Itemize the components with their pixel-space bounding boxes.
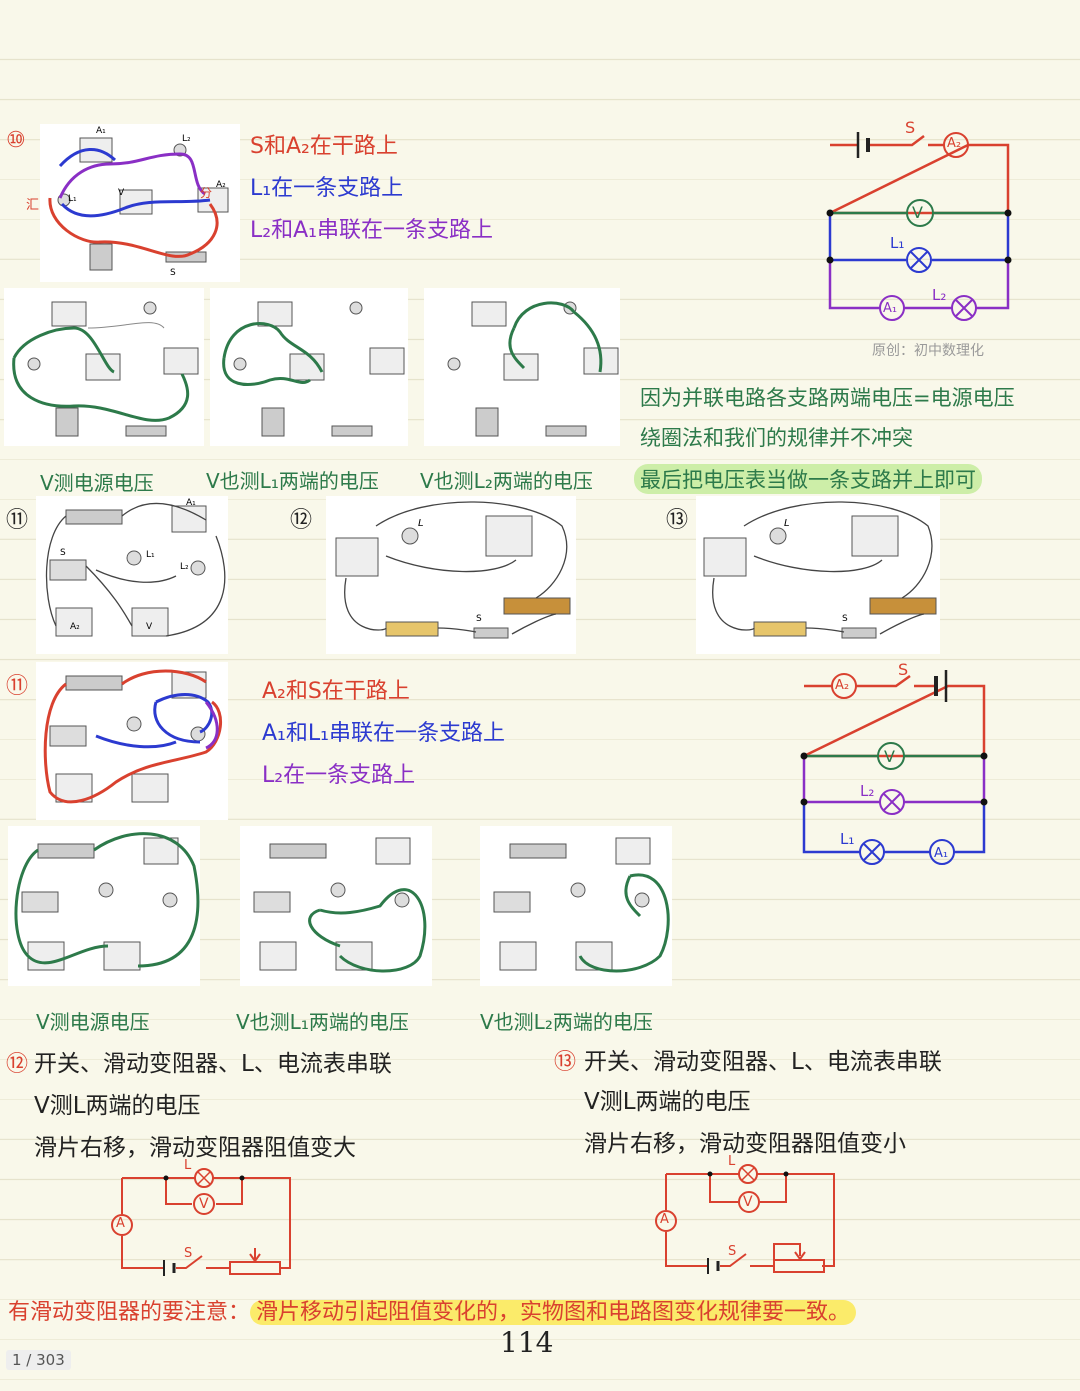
problem-11-annotated-number: ⑪ xyxy=(6,674,29,699)
p13-line-1: 开关、滑动变阻器、L、电流表串联 xyxy=(584,1049,942,1075)
p11-photo-label-l1: L₁ xyxy=(146,550,155,560)
footer-highlight: 滑片移动引起阻值变化的，实物图和电路图变化规律要一致。 xyxy=(250,1300,857,1325)
p13-original-photo: L S xyxy=(696,496,940,654)
p11-note-2: A₁和L₁串联在一条支路上 xyxy=(262,721,505,746)
photo-label-a1: A₁ xyxy=(96,126,106,136)
p10-caption-2: V也测L₁两端的电压 xyxy=(206,469,379,493)
photo-label-l2: L₂ xyxy=(182,134,191,144)
p11-circuit-label-v: V xyxy=(884,747,895,766)
p12-line-1: 开关、滑动变阻器、L、电流表串联 xyxy=(34,1051,392,1077)
photo-label-a2: A₂ xyxy=(216,180,226,190)
p11-note-3: L₂在一条支路上 xyxy=(262,763,416,788)
p10-conclusion: 最后把电压表当做一条支路并上即可 xyxy=(634,464,982,494)
p11-photo-label-a2: A₂ xyxy=(70,622,80,632)
p11-photo-1 xyxy=(8,826,200,986)
photo-label-s: S xyxy=(170,268,176,278)
problem-12-number: ⑫ xyxy=(290,508,313,533)
p10-circuit-label-a1: A₁ xyxy=(883,301,898,316)
label-hui: 汇 xyxy=(26,198,40,213)
p12-circuit-label-v: V xyxy=(199,1196,209,1212)
p11-circuit-label-l1: L₁ xyxy=(840,830,855,848)
p11-photo-label-a1: A₁ xyxy=(186,498,196,508)
p10-photo-3 xyxy=(424,288,620,446)
p13-text-number: ⑬ xyxy=(554,1050,577,1075)
p13-circuit-label-l: L xyxy=(728,1154,736,1169)
problem-10-annotated-photo: A₁ L₂ A₂ L₁ V S 分 xyxy=(40,124,240,282)
footer-prefix: 有滑动变阻器的要注意： xyxy=(8,1300,251,1325)
p11-circuit-label-s: S xyxy=(898,660,909,679)
p10-caption-1: V测电源电压 xyxy=(40,471,154,495)
p11-photo-label-s: S xyxy=(60,548,66,558)
p12-line-3: 滑片右移，滑动变阻器阻值变大 xyxy=(34,1135,356,1161)
p11-caption-1: V测电源电压 xyxy=(36,1010,150,1034)
p12-line-2: V测L两端的电压 xyxy=(34,1093,201,1119)
p11-circuit-diagram xyxy=(800,670,988,865)
problem-11-number: ⑪ xyxy=(6,508,29,533)
p13-circuit-label-a: A xyxy=(660,1212,669,1227)
p13-circuit-diagram xyxy=(655,1164,835,1274)
p10-circuit-diagram xyxy=(826,132,1012,321)
p11-circuit-label-l2: L₂ xyxy=(860,782,875,800)
p10-circuit-label-l2: L₂ xyxy=(932,286,947,304)
p12-circuit-label-l: L xyxy=(184,1158,192,1173)
p13-photo-label-l: L xyxy=(784,518,790,529)
p12-photo-label-s: S xyxy=(476,614,482,624)
p10-circuit-label-l1: L₁ xyxy=(890,234,905,252)
p10-circuit-label-v: V xyxy=(912,203,923,222)
p10-reason: 因为并联电路各支路两端电压=电源电压 xyxy=(640,386,1015,410)
p11-photo-label-v: V xyxy=(146,622,153,632)
p11-photo-2 xyxy=(240,826,432,986)
p10-photo-1 xyxy=(4,288,204,446)
p11-photo-3 xyxy=(480,826,672,986)
page-indicator[interactable]: 1 / 303 xyxy=(6,1350,71,1370)
photo-label-fen: 分 xyxy=(200,186,213,200)
p13-photo-label-s: S xyxy=(842,614,848,624)
footer-note: 有滑动变阻器的要注意：滑片移动引起阻值变化的，实物图和电路图变化规律要一致。 xyxy=(8,1294,857,1326)
p10-circuit-label-s: S xyxy=(905,118,916,137)
problem-13-number: ⑬ xyxy=(666,508,689,533)
p10-note-3: L₂和A₁串联在一条支路上 xyxy=(250,218,493,243)
problem-10-number: ⑩ xyxy=(6,128,26,153)
photo-label-v: V xyxy=(118,188,125,198)
photo-label-l1: L₁ xyxy=(68,194,77,204)
p13-line-3: 滑片右移，滑动变阻器阻值变小 xyxy=(584,1131,906,1157)
page-number: 114 xyxy=(500,1326,554,1359)
p10-note-2: L₁在一条支路上 xyxy=(250,176,404,201)
p10-photo-2 xyxy=(210,288,408,446)
p13-circuit-label-v: V xyxy=(743,1194,753,1210)
p13-line-2: V测L两端的电压 xyxy=(584,1089,751,1115)
p11-annotated-photo xyxy=(36,662,228,820)
p12-original-photo: L S xyxy=(326,496,576,654)
p10-note-1: S和A₂在干路上 xyxy=(250,134,398,159)
p12-circuit-diagram xyxy=(111,1168,291,1276)
p11-photo-label-l2: L₂ xyxy=(180,562,189,572)
p11-circuit-label-a1: A₁ xyxy=(934,846,949,861)
p11-original-photo: S A₁ L₁ L₂ A₂ V xyxy=(36,496,228,654)
p11-caption-3: V也测L₂两端的电压 xyxy=(480,1010,653,1034)
watermark-top: 原创：初中数理化 xyxy=(872,343,984,359)
p11-caption-2: V也测L₁两端的电压 xyxy=(236,1010,409,1034)
p10-circuit-label-a2: A₂ xyxy=(947,136,962,151)
p11-note-1: A₂和S在干路上 xyxy=(262,679,410,704)
p10-caption-3: V也测L₂两端的电压 xyxy=(420,469,593,493)
p11-circuit-label-a2: A₂ xyxy=(835,678,850,693)
p12-circuit-label-a: A xyxy=(116,1216,125,1231)
problem-10-annotated-wiring xyxy=(48,137,229,271)
p10-reason-2: 绕圈法和我们的规律并不冲突 xyxy=(640,426,913,450)
p12-text-number: ⑫ xyxy=(6,1052,29,1077)
p12-photo-label-l: L xyxy=(418,518,424,529)
p12-circuit-label-s: S xyxy=(184,1246,193,1261)
p13-circuit-label-s: S xyxy=(728,1244,737,1259)
